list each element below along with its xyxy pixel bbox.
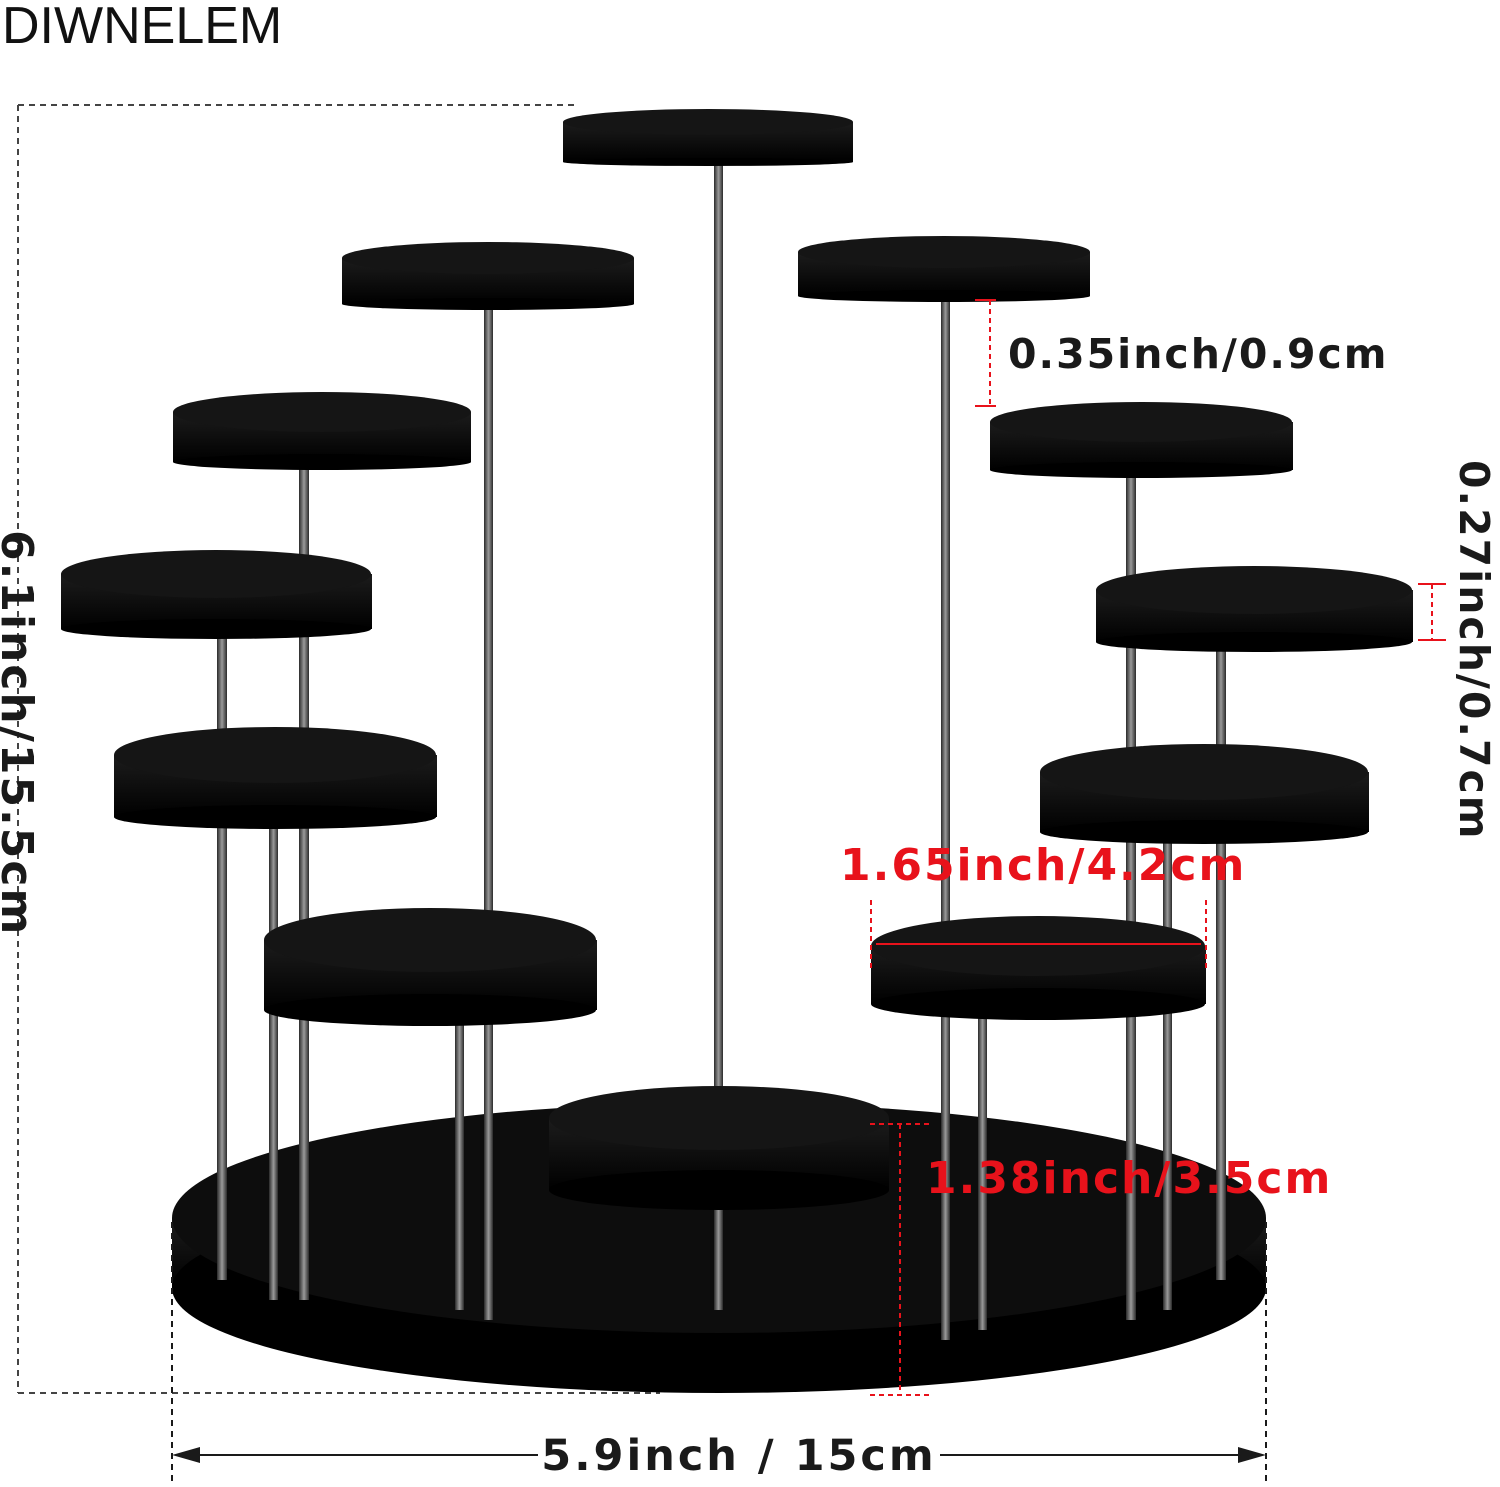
rod-right-6	[978, 1010, 987, 1330]
support-rods	[217, 160, 1226, 1340]
plate-right-5	[1040, 744, 1369, 844]
plate-center-low	[549, 1086, 889, 1210]
plate-right-3	[990, 402, 1293, 478]
rod-center	[714, 160, 723, 1310]
plate-left-5	[114, 727, 437, 829]
total-height-label: 6.1inch/15.5cm	[0, 530, 42, 936]
brand-logo-text: DIWNELEM	[2, 0, 283, 55]
total-width-label: 5.9inch / 15cm	[541, 1431, 936, 1481]
plate-diameter-label: 1.65inch/4.2cm	[840, 840, 1246, 891]
plate-right-6	[871, 916, 1206, 1020]
tier-plates	[61, 109, 1413, 1210]
width-dimension	[171, 1222, 1267, 1482]
rod-right-4	[1216, 640, 1226, 1280]
red-guides	[870, 299, 1446, 1396]
plate-left-3	[173, 392, 471, 470]
rod-left-4	[217, 620, 227, 1280]
rod-left-3	[299, 460, 309, 1300]
rod-right-3	[1126, 470, 1136, 1320]
rod-left-5	[269, 820, 278, 1300]
plate-right-2	[798, 236, 1090, 302]
plate-left-2	[342, 242, 634, 310]
rod-right-2	[941, 290, 950, 1340]
plate-right-4	[1096, 566, 1413, 652]
plate-thickness-label: 0.27inch/0.7cm	[1450, 460, 1498, 841]
rod-left-6	[455, 1010, 464, 1310]
plate-left-4	[61, 550, 372, 639]
lowest-tier-height-label: 1.38inch/3.5cm	[926, 1153, 1332, 1204]
plate-left-6	[264, 908, 597, 1026]
rod-left-2	[484, 300, 493, 1320]
plate-top-center	[563, 109, 853, 166]
rod-right-5	[1163, 830, 1172, 1310]
height-guide	[17, 104, 660, 1394]
tier-gap-label: 0.35inch/0.9cm	[1008, 330, 1389, 378]
